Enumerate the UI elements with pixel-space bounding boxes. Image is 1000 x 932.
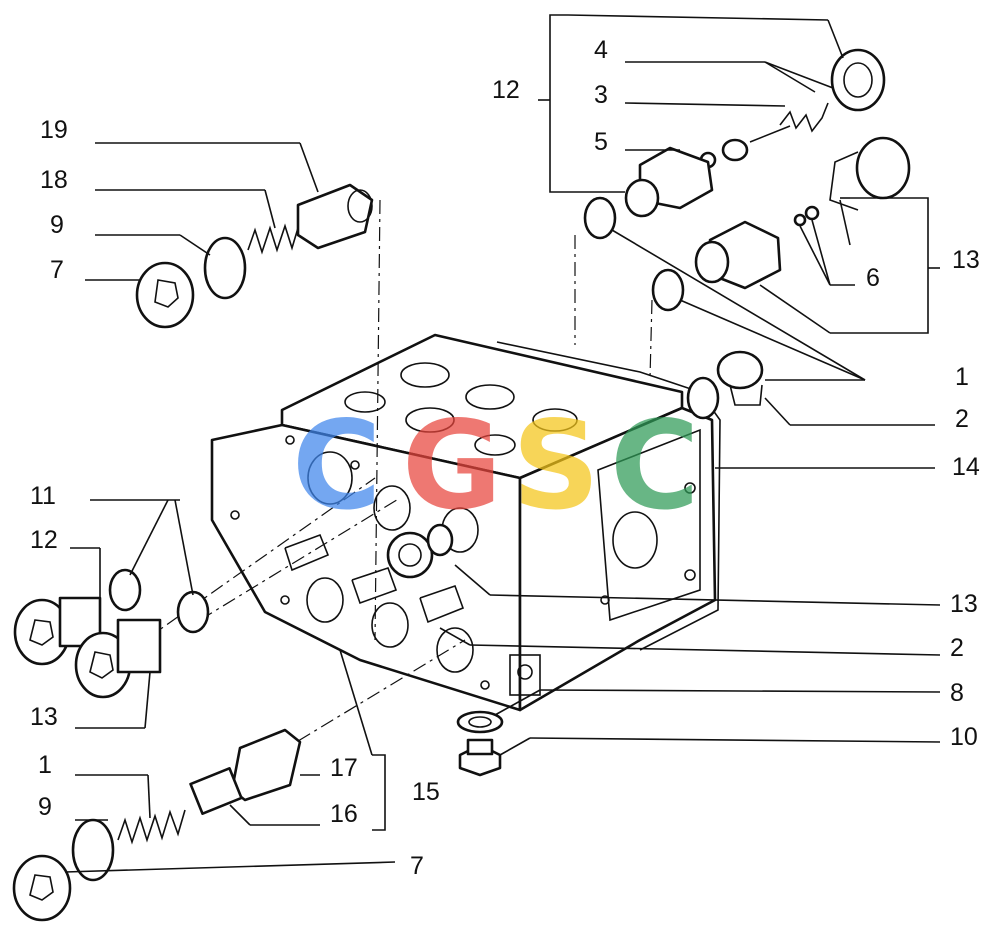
callout-1-lower: 1	[38, 751, 52, 779]
fitting-12-left	[13, 596, 102, 666]
callout-14: 14	[952, 453, 980, 481]
watermark-letter: C	[610, 395, 700, 537]
leader-lines	[64, 14, 941, 873]
spool-16	[189, 766, 243, 816]
callout-1-right: 1	[955, 363, 969, 391]
callout-6: 6	[866, 264, 880, 292]
watermark-letter: C	[292, 395, 382, 537]
spool-19	[296, 183, 374, 250]
watermark-logo: C G S C	[292, 395, 700, 537]
spring-1-lower	[117, 809, 186, 845]
callout-11: 11	[30, 482, 56, 510]
o-ring-9-upper	[203, 236, 247, 300]
callout-18: 18	[40, 166, 68, 194]
o-ring-11-left	[108, 568, 142, 612]
washer-8	[456, 710, 504, 734]
callout-16: 16	[330, 800, 358, 828]
callout-10: 10	[950, 723, 978, 751]
callout-9-lower: 9	[38, 793, 52, 821]
callout-5: 5	[594, 128, 608, 156]
callout-2-front: 2	[950, 634, 964, 662]
watermark-letter: S	[512, 395, 600, 537]
cap-7-lower	[12, 854, 72, 922]
callout-7-upper: 7	[50, 256, 64, 284]
spring-18	[247, 223, 299, 255]
callout-2-right: 2	[955, 405, 969, 433]
callout-15: 15	[412, 778, 440, 806]
small-rings-6	[793, 205, 820, 227]
callout-9-upper: 9	[50, 211, 64, 239]
cap-7-upper	[135, 261, 195, 329]
callout-13-front: 13	[950, 590, 978, 618]
valve-seat-middle	[694, 220, 782, 290]
callout-17: 17	[330, 754, 358, 782]
callout-19: 19	[40, 116, 68, 144]
o-ring-middle	[651, 268, 685, 312]
callout-labels: 12 4 3 5 13 6 1 2 14 19 18 9 7 11 12 13 …	[30, 36, 980, 880]
fitting-13-left	[74, 618, 162, 699]
watermark-letter: G	[402, 395, 502, 537]
plug-10	[458, 738, 502, 777]
plug-13-front	[386, 523, 454, 579]
relief-valve-cap-upper	[830, 48, 886, 112]
callout-3: 3	[594, 81, 608, 109]
pin-rod	[721, 125, 791, 162]
callout-13-right: 13	[952, 246, 980, 274]
callout-4: 4	[594, 36, 608, 64]
callout-12-left: 12	[30, 526, 58, 554]
callout-8: 8	[950, 679, 964, 707]
spool-17	[230, 728, 302, 802]
plug-2-right	[716, 350, 764, 406]
o-ring-right	[686, 376, 720, 420]
callout-12-top: 12	[492, 76, 520, 104]
callout-13-left: 13	[30, 703, 58, 731]
o-ring-11-right	[176, 590, 210, 634]
plug-13-upper	[829, 136, 911, 211]
callout-7-lower: 7	[410, 852, 424, 880]
o-ring-upper	[583, 196, 617, 240]
valve-seat-upper	[624, 146, 714, 218]
spring-3	[779, 102, 829, 133]
valve-body	[210, 333, 721, 712]
